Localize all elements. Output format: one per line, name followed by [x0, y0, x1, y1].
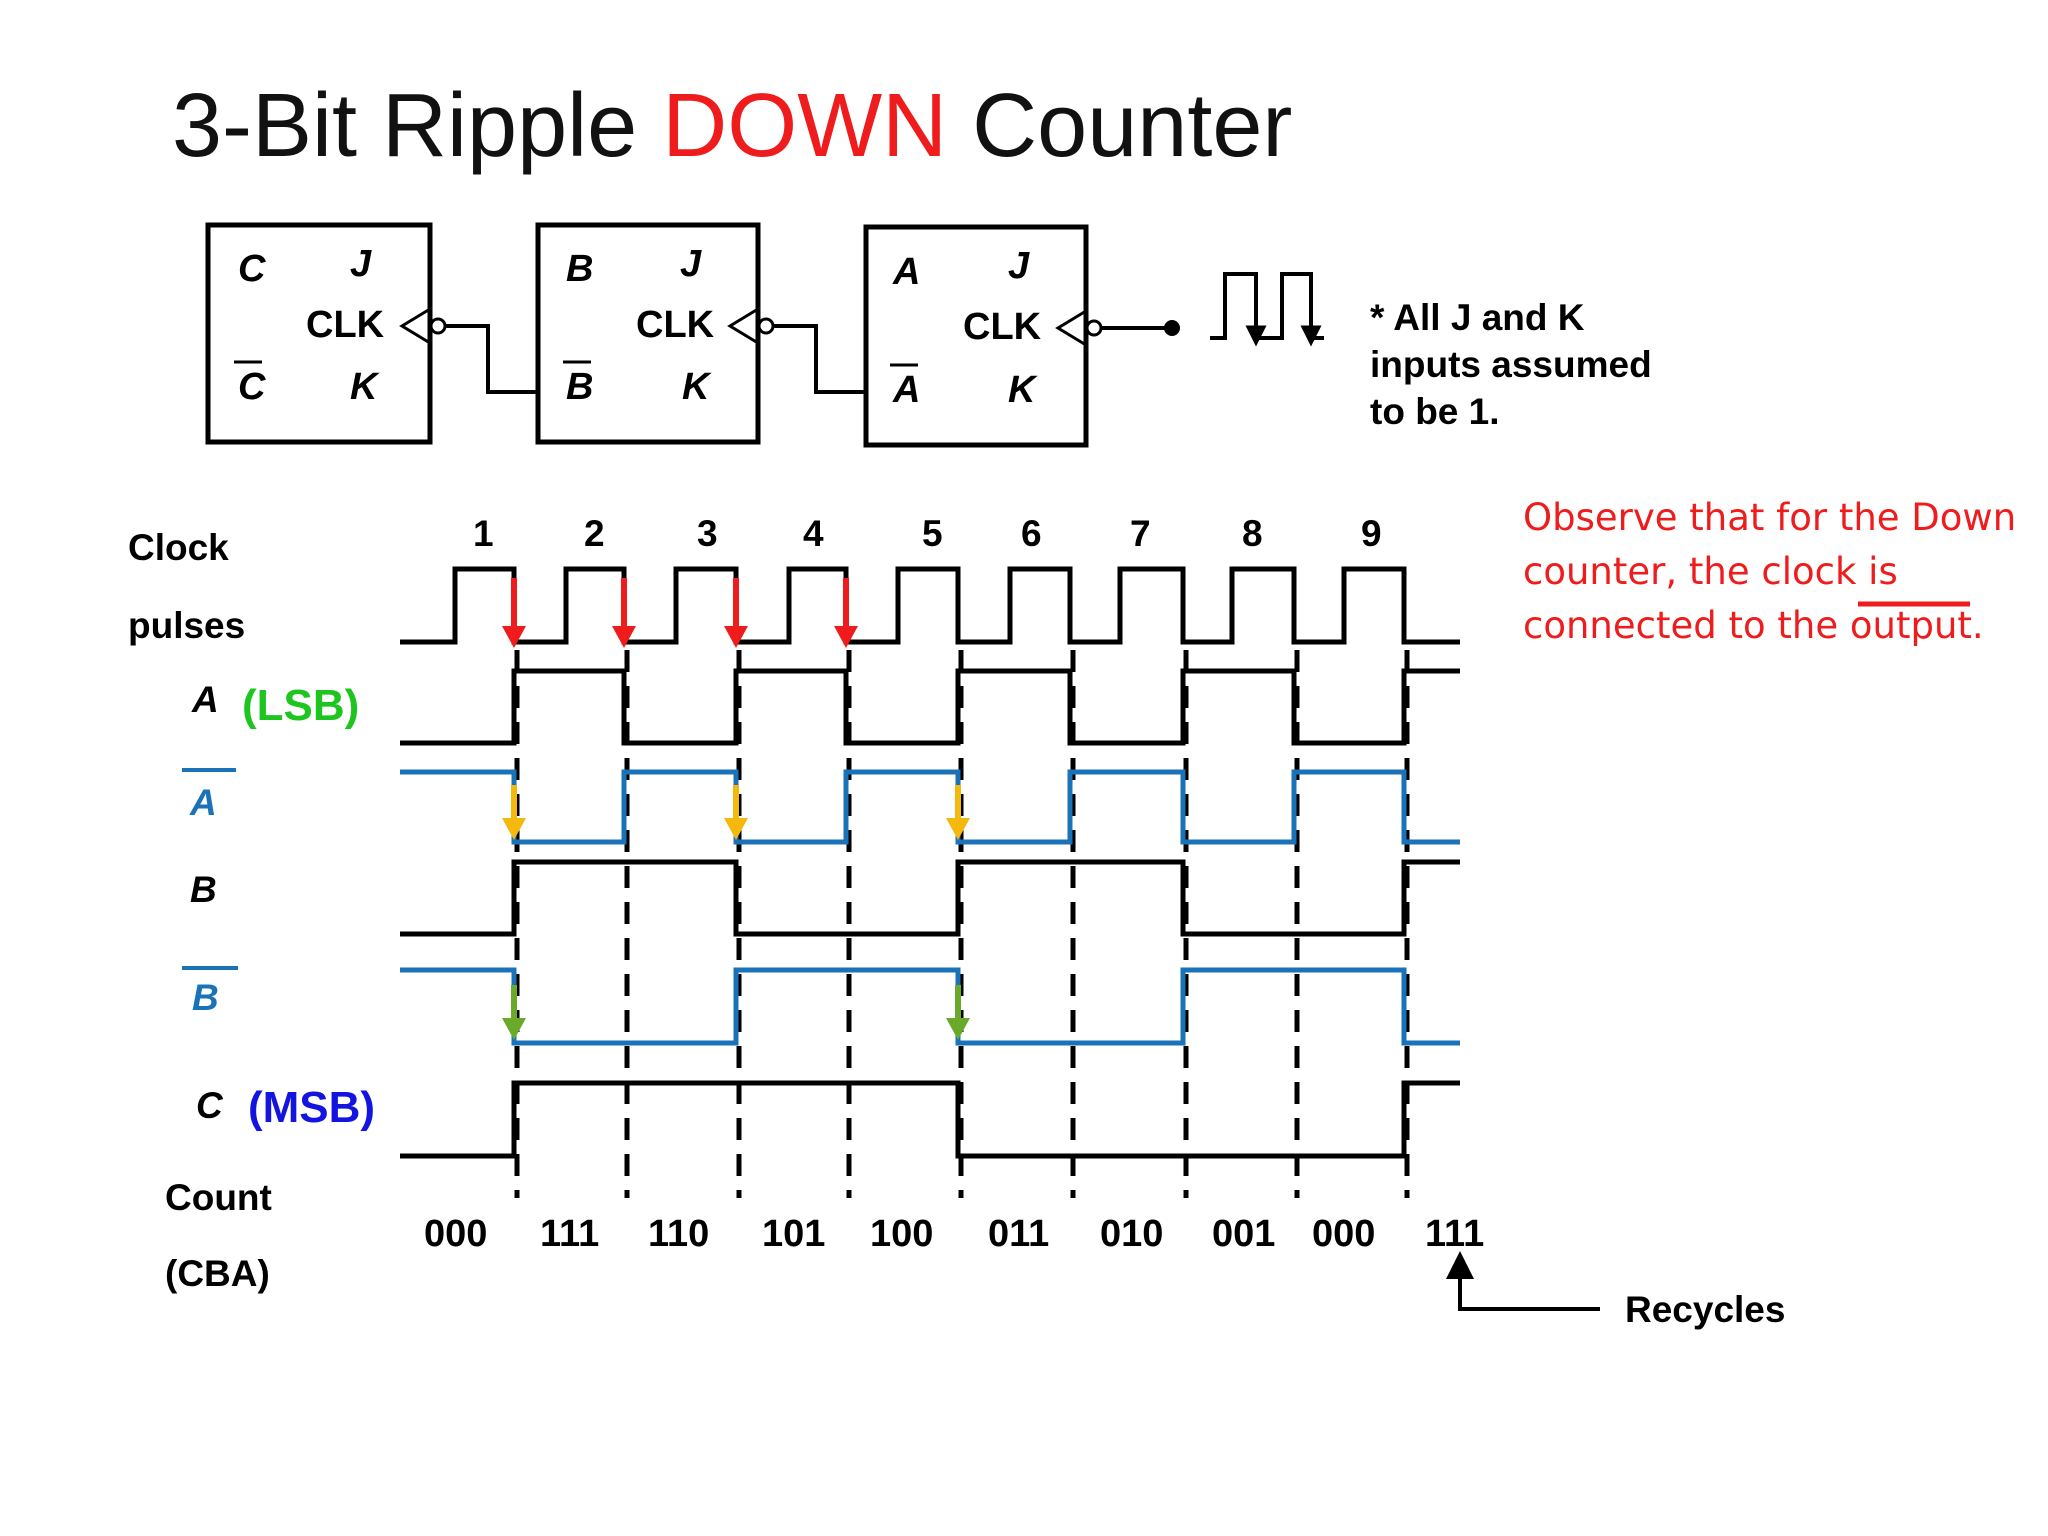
- count-value-7: 010: [1100, 1213, 1163, 1255]
- assumption-note-line-1: * All J and K: [1370, 297, 1585, 338]
- count-value-5: 100: [870, 1213, 933, 1255]
- flipflop-c-qbar-label: C: [238, 366, 266, 408]
- flipflop-b: B J CLK B K: [535, 222, 775, 445]
- red-clock-arrow-2: [612, 626, 636, 648]
- pulse-number-9: 9: [1361, 513, 1382, 554]
- observation-line-3: connected to the output.: [1523, 604, 1984, 647]
- a-waveform: [400, 668, 1460, 746]
- clock-label-line-1: Clock: [128, 527, 229, 568]
- flipflop-a-clk-bubble: [1085, 319, 1103, 337]
- flipflop-c-box: [205, 222, 433, 445]
- pulse-number-8: 8: [1242, 513, 1263, 554]
- flipflop-b-box: [535, 222, 761, 445]
- dashed-reference-lines: [514, 650, 1410, 1198]
- red-clock-arrow-1: [502, 626, 526, 648]
- flipflop-a: A J CLK A K: [863, 224, 1103, 448]
- title-part-1: 3-Bit Ripple: [172, 76, 662, 176]
- pulse-number-3: 3: [697, 513, 718, 554]
- waveforms: [400, 566, 1460, 1159]
- flipflop-a-box: [863, 224, 1089, 448]
- abar-waveform: [400, 769, 1460, 845]
- flipflop-b-clk-label: CLK: [636, 304, 715, 346]
- page-title: 3-Bit Ripple DOWN Counter: [172, 76, 1292, 176]
- title-part-3: Counter: [947, 76, 1292, 176]
- clock-waveform: [400, 566, 1460, 645]
- flipflop-c-clk-triangle: [399, 307, 431, 345]
- count-value-4: 101: [762, 1213, 825, 1255]
- flipflop-a-clk-triangle: [1055, 309, 1087, 347]
- clock-source-icon: [1210, 272, 1324, 347]
- observation-line-2: counter, the clock is: [1523, 550, 1898, 593]
- a-lsb-tag: (LSB): [242, 681, 359, 730]
- pulse-number-6: 6: [1021, 513, 1042, 554]
- clock-label-line-2: pulses: [128, 605, 245, 646]
- flipflop-b-clk-bubble: [757, 317, 775, 335]
- pulse-number-4: 4: [803, 513, 824, 554]
- orange-abar-arrow-1: [502, 818, 526, 840]
- flipflop-c-q-label: C: [238, 248, 266, 290]
- count-value-3: 110: [648, 1213, 709, 1255]
- red-clock-arrow-3: [724, 626, 748, 648]
- pulse-number-5: 5: [922, 513, 943, 554]
- count-value-1: 000: [424, 1213, 487, 1255]
- bbar-waveform: [400, 967, 1460, 1046]
- pulse-number-7: 7: [1130, 513, 1151, 554]
- a-label: A: [191, 679, 219, 720]
- count-value-6: 011: [988, 1213, 1049, 1255]
- flipflop-b-k-label: K: [682, 366, 712, 408]
- clock-input-dot: [1164, 320, 1180, 336]
- count-label-line-2: (CBA): [165, 1253, 270, 1294]
- flipflop-a-k-label: K: [1008, 369, 1038, 411]
- green-bbar-arrow-1: [502, 1018, 526, 1040]
- c-msb-tag: (MSB): [248, 1083, 375, 1132]
- observation-line-1: Observe that for the Down: [1523, 496, 2016, 539]
- c-label: C: [196, 1085, 224, 1126]
- count-label-line-1: Count: [165, 1177, 272, 1218]
- abar-label: A: [189, 782, 217, 823]
- count-value-8: 001: [1212, 1213, 1275, 1255]
- assumption-note-line-3: to be 1.: [1370, 391, 1500, 432]
- recycles-annotation: Recycles: [1446, 1251, 1785, 1330]
- bbar-label: B: [192, 977, 219, 1018]
- flipflop-c-k-label: K: [350, 366, 380, 408]
- flipflop-b-q-label: B: [566, 248, 593, 290]
- red-clock-arrow-4: [834, 626, 858, 648]
- title-down-word: DOWN: [662, 76, 947, 176]
- count-value-9: 000: [1312, 1213, 1375, 1255]
- flipflop-c-clk-label: CLK: [306, 304, 385, 346]
- flipflop-c-j-label: J: [350, 243, 372, 285]
- flipflop-a-clk-label: CLK: [963, 306, 1042, 348]
- green-bbar-arrow-2: [946, 1018, 970, 1040]
- flipflop-b-clk-triangle: [727, 307, 759, 345]
- count-values: 000 111 110 101 100 011 010 001 000 111: [424, 1213, 1484, 1255]
- assumption-note-line-2: inputs assumed: [1370, 344, 1652, 385]
- count-value-10: 111: [1425, 1213, 1484, 1255]
- wire-cclk-to-bqbar: [445, 324, 538, 394]
- flipflop-c: C J CLK C K: [205, 222, 447, 445]
- recycles-arrow: [1446, 1251, 1600, 1311]
- flipflop-a-j-label: J: [1008, 245, 1030, 287]
- pulse-numbers: 1 2 3 4 5 6 7 8 9: [473, 513, 1382, 554]
- flipflop-b-qbar-label: B: [566, 366, 593, 408]
- transition-arrows: [502, 578, 970, 1040]
- flipflop-a-qbar-label: A: [892, 369, 920, 411]
- wire-bclk-to-aqbar: [773, 324, 866, 394]
- pulse-number-2: 2: [584, 513, 605, 554]
- flipflop-a-q-label: A: [892, 251, 920, 293]
- c-waveform: [400, 1080, 1460, 1159]
- b-label: B: [190, 869, 217, 910]
- count-label-cba: (CBA): [165, 1253, 270, 1294]
- b-waveform: [400, 859, 1460, 937]
- count-value-2: 111: [540, 1213, 599, 1255]
- recycles-label: Recycles: [1625, 1289, 1785, 1330]
- pulse-number-1: 1: [473, 513, 494, 554]
- orange-abar-arrow-3: [946, 818, 970, 840]
- orange-abar-arrow-2: [724, 818, 748, 840]
- flipflop-b-j-label: J: [680, 243, 702, 285]
- flipflop-c-clk-bubble: [429, 317, 447, 335]
